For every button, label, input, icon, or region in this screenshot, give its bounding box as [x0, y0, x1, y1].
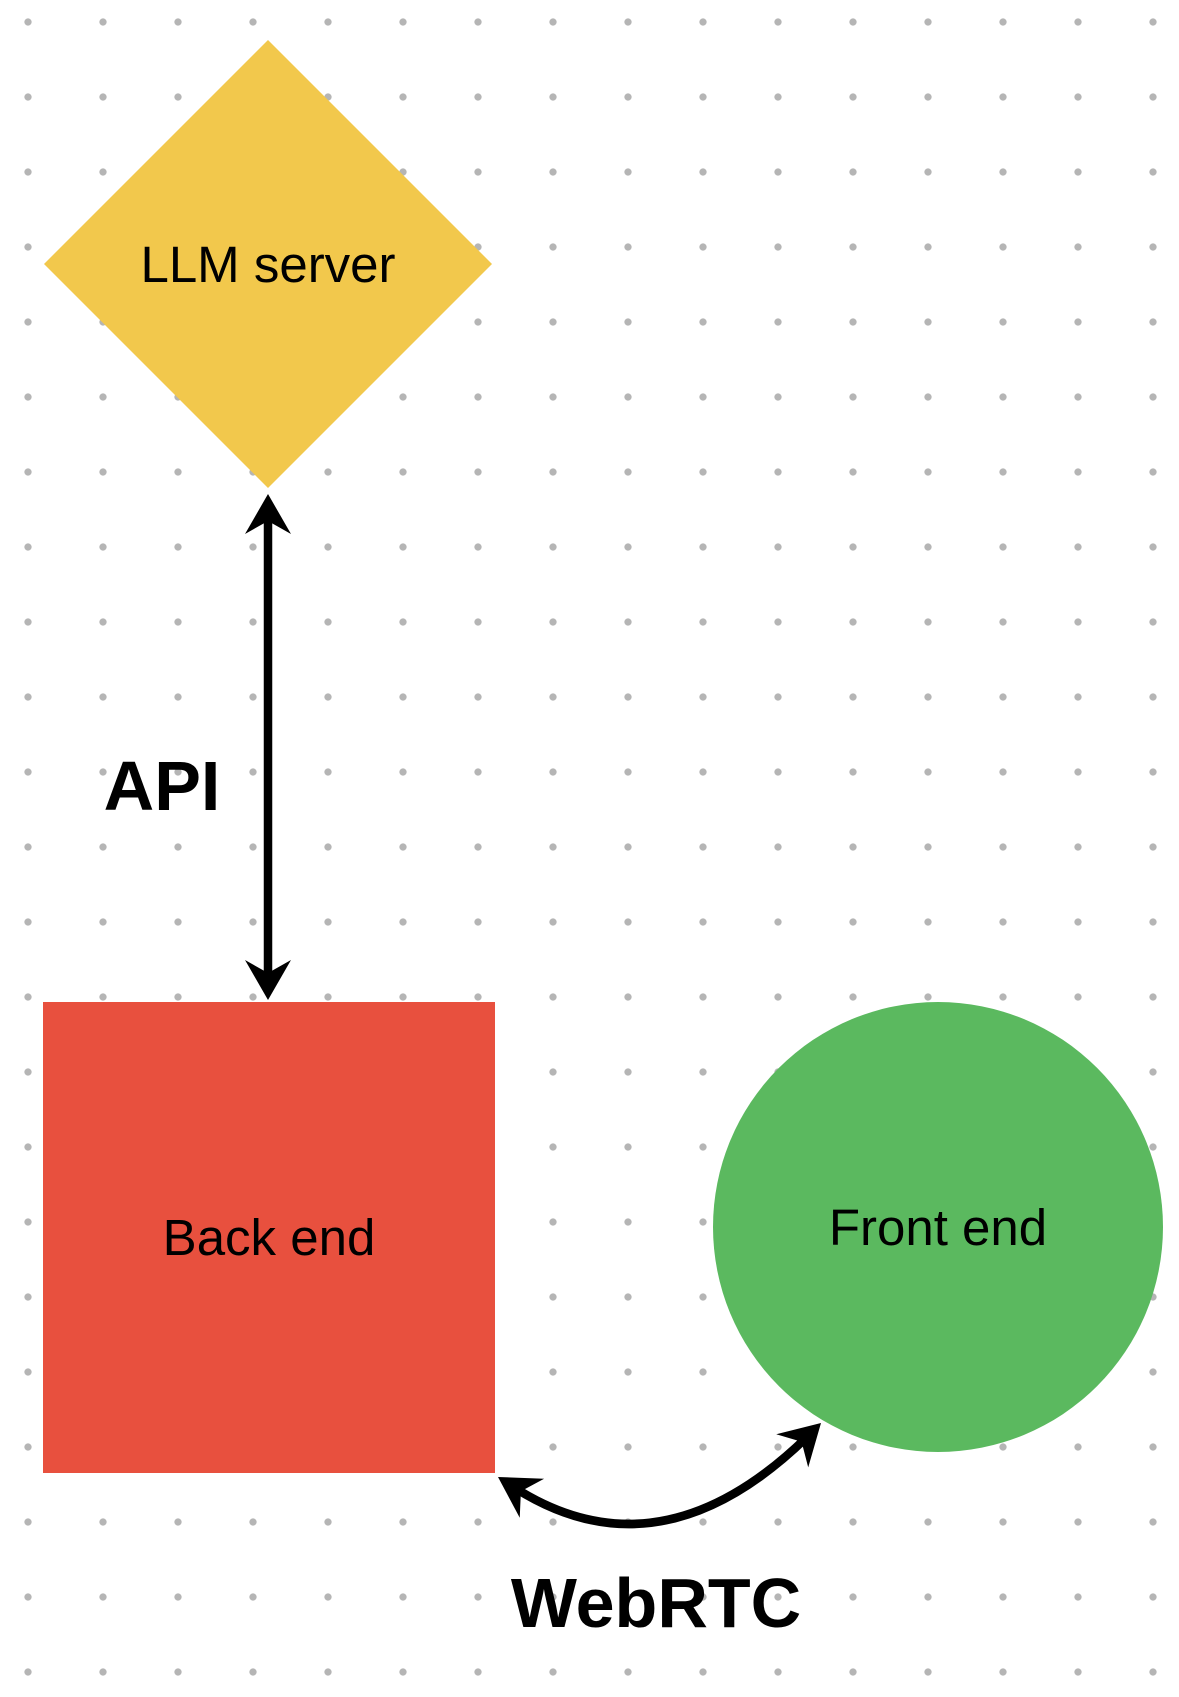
- back-end-node[interactable]: Back end: [43, 1002, 495, 1473]
- api-arrowhead-top: [245, 494, 291, 534]
- api-connector-label: API: [103, 747, 221, 825]
- llm-server-node[interactable]: LLM server: [44, 40, 492, 488]
- webrtc-connector-label: WebRTC: [510, 1564, 802, 1642]
- webrtc-arrow[interactable]: [486, 1406, 837, 1529]
- webrtc-arrow-shaft[interactable]: [510, 1432, 812, 1529]
- api-arrowhead-bottom: [245, 960, 291, 1000]
- llm-server-label: LLM server: [140, 235, 396, 293]
- back-end-label: Back end: [162, 1209, 376, 1266]
- api-arrow[interactable]: [245, 494, 291, 1000]
- front-end-label: Front end: [828, 1198, 1048, 1256]
- front-end-node[interactable]: Front end: [713, 1002, 1163, 1452]
